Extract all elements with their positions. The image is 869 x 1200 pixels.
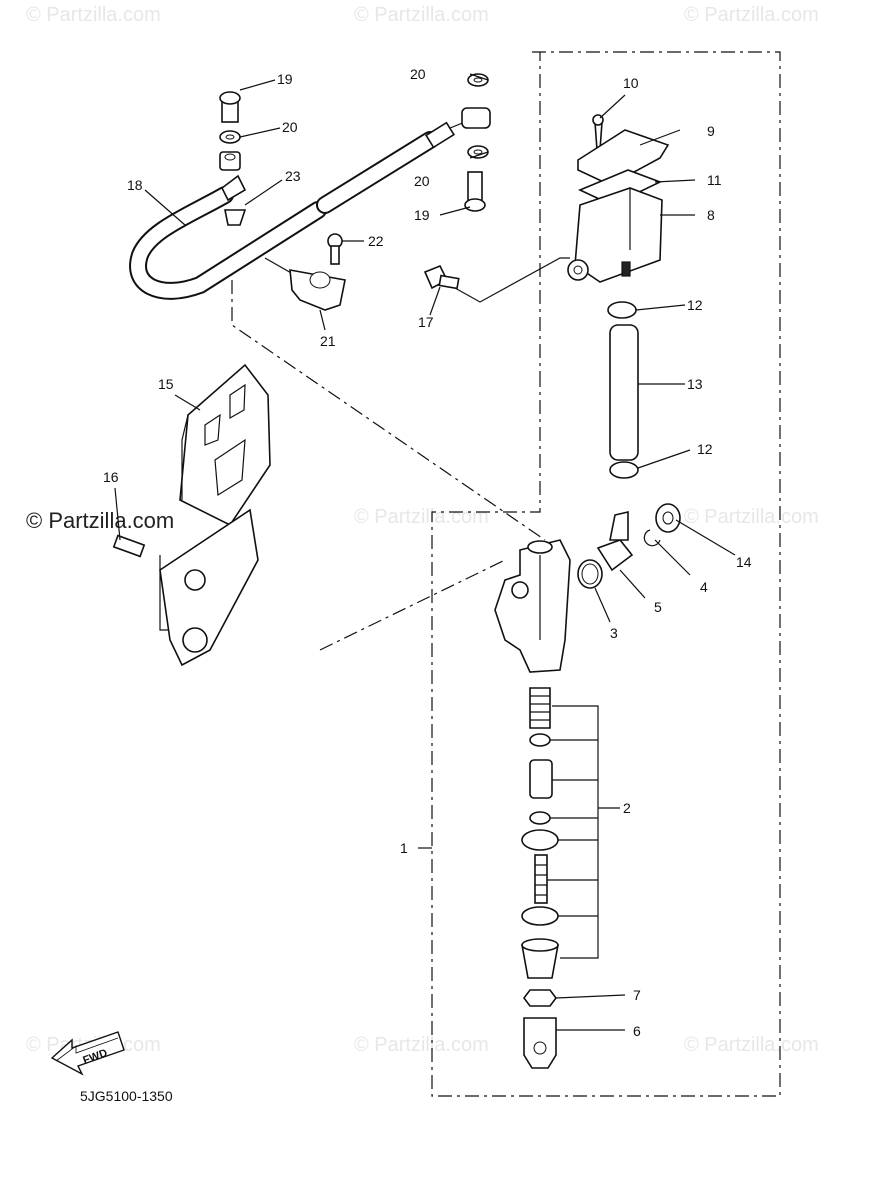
master-cylinder-body — [494, 539, 571, 673]
callout-4: 4 — [700, 579, 708, 595]
watermark-prominent: © Partzilla.com — [26, 508, 175, 533]
callout-7: 7 — [633, 987, 641, 1003]
callout-9: 9 — [707, 123, 715, 139]
hose-clamp — [609, 461, 639, 479]
watermark: © Partzilla.com — [684, 506, 819, 528]
heat-protector — [179, 363, 271, 527]
callout-20b: 20 — [410, 66, 426, 82]
callout-1: 1 — [400, 840, 408, 856]
callout-6: 6 — [633, 1023, 641, 1039]
hose-clamp — [607, 301, 637, 319]
callout-14: 14 — [736, 554, 752, 570]
kit-bracket-2 — [547, 705, 620, 959]
hose-end-fitting — [220, 174, 247, 202]
assembly-outline-reservoir — [431, 51, 781, 1097]
callout-3: 3 — [610, 625, 618, 641]
washer — [521, 829, 559, 851]
diagram-part-code: 5JG5100-1350 — [80, 1088, 173, 1104]
callout-2: 2 — [623, 800, 631, 816]
callout-13: 13 — [687, 376, 703, 392]
callout-20c: 20 — [414, 173, 430, 189]
piston — [529, 759, 553, 799]
callout-21: 21 — [320, 333, 336, 349]
leader-lines — [114, 73, 736, 1031]
snap-ring — [521, 906, 559, 926]
connector-line-bolt — [319, 559, 506, 651]
reservoir-hose — [609, 324, 639, 461]
spring — [529, 687, 551, 729]
callout-23: 23 — [285, 168, 301, 184]
callout-5: 5 — [654, 599, 662, 615]
hose-holder — [289, 269, 346, 311]
callout-19b: 19 — [414, 207, 430, 223]
callout-18: 18 — [127, 177, 143, 193]
hose-fitting — [425, 121, 455, 149]
banjo-union — [461, 107, 491, 129]
fwd-arrow: FWD — [50, 1031, 125, 1076]
push-rod — [534, 854, 548, 904]
callout-22: 22 — [368, 233, 384, 249]
callout-19a: 19 — [277, 71, 293, 87]
nut — [523, 989, 557, 1007]
watermark: © Partzilla.com — [684, 1034, 819, 1056]
watermark: © Partzilla.com — [684, 4, 819, 26]
bolt — [112, 534, 146, 558]
reservoir-cap — [577, 129, 670, 186]
mounting-bracket — [159, 508, 259, 667]
callout-17: 17 — [418, 314, 434, 330]
callout-20a: 20 — [282, 119, 298, 135]
callout-10: 10 — [623, 75, 639, 91]
watermark: © Partzilla.com — [354, 1034, 489, 1056]
callout-12b: 12 — [697, 441, 713, 457]
connector-line-bracket — [231, 280, 546, 541]
watermark: © Partzilla.com — [354, 4, 489, 26]
watermark: © Partzilla.com — [26, 4, 161, 26]
callout-15: 15 — [158, 376, 174, 392]
callout-12a: 12 — [687, 297, 703, 313]
callout-16: 16 — [103, 469, 119, 485]
connector-line-17 — [454, 257, 570, 303]
spring-seat — [529, 733, 551, 747]
callout-8: 8 — [707, 207, 715, 223]
callout-11: 11 — [707, 172, 722, 188]
cup — [529, 811, 551, 825]
banjo-bolt — [467, 171, 483, 203]
hose-joint — [596, 539, 634, 572]
hose-clip — [224, 209, 247, 226]
